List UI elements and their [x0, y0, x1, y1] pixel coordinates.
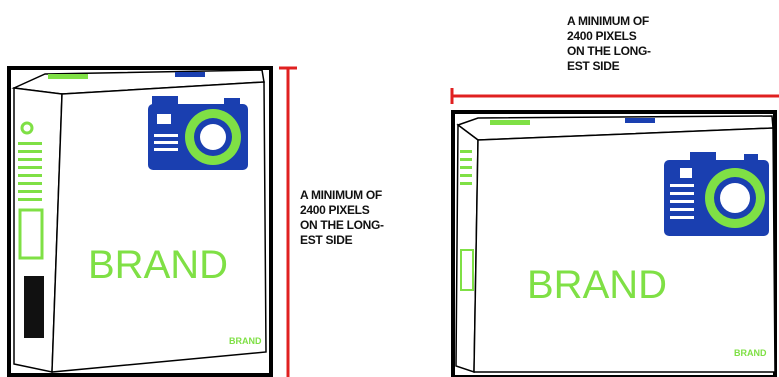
- landscape-frame: [451, 110, 777, 377]
- portrait-frame: [7, 66, 273, 377]
- landscape-product-box: BRAND BRAND: [451, 110, 777, 377]
- landscape-top-stripe: [490, 120, 530, 125]
- landscape-brand-small: BRAND: [734, 348, 767, 358]
- portrait-barcode: [24, 276, 44, 338]
- portrait-top-blue: [175, 72, 205, 77]
- portrait-top-stripe: [48, 74, 88, 79]
- caption-line: A MINIMUM OF: [567, 14, 649, 28]
- landscape-side-stripes: [460, 150, 472, 185]
- caption-line: A MINIMUM OF: [300, 188, 382, 202]
- portrait-side-logo: [20, 121, 34, 135]
- portrait-side-panel: [18, 208, 44, 260]
- camera-icon: [664, 152, 769, 236]
- landscape-caption: A MINIMUM OF 2400 PIXELS ON THE LONG- ES…: [567, 14, 651, 74]
- horizontal-measure-line: [450, 88, 779, 104]
- portrait-side-stripes: [18, 142, 42, 201]
- caption-line: ON THE LONG-: [567, 44, 651, 58]
- portrait-caption: A MINIMUM OF 2400 PIXELS ON THE LONG- ES…: [300, 188, 384, 248]
- portrait-product-box: BRAND BRAND: [7, 66, 273, 377]
- landscape-side-panel: [460, 249, 474, 291]
- landscape-top-blue: [625, 118, 655, 123]
- caption-line: 2400 PIXELS: [300, 203, 370, 217]
- caption-line: EST SIDE: [567, 59, 620, 73]
- caption-line: 2400 PIXELS: [567, 29, 637, 43]
- caption-line: EST SIDE: [300, 233, 353, 247]
- vertical-measure-line: [279, 66, 297, 377]
- portrait-brand-main: BRAND: [88, 243, 228, 287]
- landscape-brand-main: BRAND: [527, 263, 667, 307]
- caption-line: ON THE LONG-: [300, 218, 384, 232]
- portrait-brand-small: BRAND: [229, 336, 262, 346]
- camera-icon: [148, 96, 248, 170]
